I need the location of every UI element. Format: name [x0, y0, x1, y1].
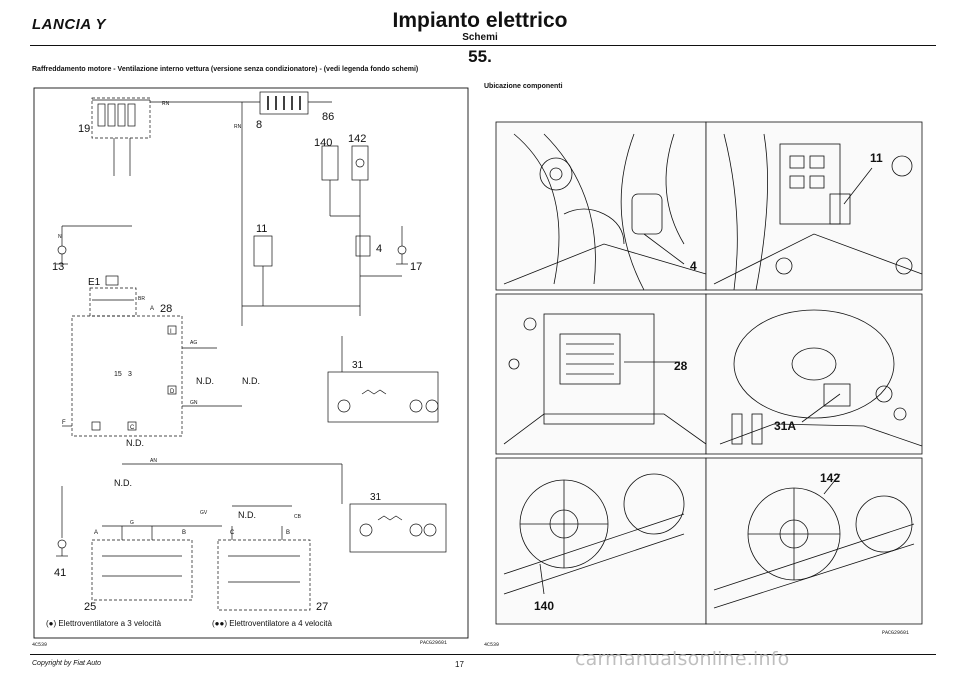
label-142: 142 [348, 133, 366, 145]
label-f: F [62, 420, 66, 426]
label-27: 27 [316, 601, 328, 613]
location-code-left: 4C539 [484, 642, 500, 648]
schematic-heading: Raffreddamento motore - Ventilazione int… [32, 66, 419, 73]
label-15: 15 [114, 371, 122, 378]
fan-31a-top [327, 336, 439, 423]
sheet-number: 17 [455, 660, 464, 669]
copyright: Copyright by Fiat Auto [32, 660, 101, 667]
photo-label-28: 28 [674, 359, 688, 373]
label-e1: E1 [88, 277, 101, 288]
header-rule [30, 45, 936, 46]
label-11: 11 [256, 223, 267, 235]
label-8: 8 [256, 119, 262, 131]
label-nd-5: N.D. [238, 510, 256, 520]
wire-rn-1: RN [162, 101, 170, 107]
label-140: 140 [314, 137, 332, 149]
switch-block [62, 315, 242, 437]
label-41: 41 [54, 567, 66, 579]
wire-g: G [130, 520, 134, 526]
photo-engine-4 [495, 121, 707, 291]
label-a-28: A [150, 306, 154, 312]
component-photos: 4 11 28 31A [495, 121, 923, 625]
schematic-code-right: PACG29601 [420, 640, 448, 646]
label-86: 86 [322, 111, 334, 123]
wire-ag: AG [190, 340, 197, 346]
wire-gv: GV [200, 510, 208, 516]
label-b-27: B [286, 530, 290, 536]
label-25: 25 [84, 601, 96, 613]
battery-8 [241, 91, 332, 326]
page-subtitle: Schemi [462, 32, 498, 43]
label-nd-2: N.D. [196, 376, 214, 386]
label-nd-3: N.D. [242, 376, 260, 386]
photo-dash-28 [495, 293, 707, 455]
label-nd-4: N.D. [114, 478, 132, 488]
components-140-142 [321, 145, 369, 316]
label-b-25: B [182, 530, 186, 536]
photo-engine-11 [705, 121, 923, 291]
label-31a-top: 31 [352, 360, 364, 371]
fan-31a-bottom [341, 464, 447, 553]
label-a-25: A [94, 530, 98, 536]
fuse-box-19 [91, 97, 242, 176]
photo-label-140: 140 [534, 599, 554, 613]
wire-cb: CB [294, 514, 302, 520]
components-4-17 [355, 226, 408, 277]
page-title: Impianto elettrico [392, 9, 568, 32]
speed-box-27 [217, 505, 311, 611]
label-17: 17 [410, 261, 422, 273]
fuse-11 [242, 235, 360, 307]
photo-cabin-31a [705, 293, 923, 455]
location-code-right: PACG29601 [882, 630, 910, 636]
wire-n: N [58, 234, 62, 240]
watermark: carmanualsonline.info [575, 648, 790, 670]
label-4: 4 [376, 243, 382, 255]
photo-label-31a: 31A [774, 419, 796, 433]
section-number: 55. [468, 47, 492, 66]
label-i: I [170, 329, 172, 335]
label-31a-bottom: 31 [370, 492, 382, 503]
photo-radiator-142 [705, 457, 923, 625]
speed-box-25 [91, 525, 222, 601]
legend-3-speed: (●) Elettroventilatore a 3 velocità [46, 619, 162, 628]
label-28: 28 [160, 303, 172, 315]
label-d: D [170, 389, 175, 395]
label-nd-1: N.D. [126, 438, 144, 448]
ground-13 [56, 225, 132, 265]
label-13: 13 [52, 261, 64, 273]
label-19: 19 [78, 123, 90, 135]
photo-radiator-140 [495, 457, 707, 625]
wiring-diagram: 19 RN 8 RN 86 140 142 13 N [33, 87, 469, 639]
label-3: 3 [128, 371, 132, 378]
brand-title: LANCIA Y [32, 16, 107, 33]
location-heading: Ubicazione componenti [484, 83, 563, 90]
legend-4-speed: (●●) Elettroventilatore a 4 velocità [212, 619, 332, 628]
wire-gn: GN [190, 400, 198, 406]
wire-br: BR [138, 296, 145, 302]
ground-41 [56, 486, 68, 557]
photo-label-142: 142 [820, 471, 840, 485]
schematic-code-left: 4C539 [32, 642, 48, 648]
label-c-27: C [230, 530, 235, 536]
photo-label-11: 11 [870, 151, 883, 165]
footer-rule [30, 654, 936, 655]
label-c: C [130, 425, 135, 431]
diagram-border [33, 87, 469, 639]
wire-an: AN [150, 458, 157, 464]
wire-rn-2: RN [234, 124, 242, 130]
photo-label-4: 4 [690, 259, 697, 273]
